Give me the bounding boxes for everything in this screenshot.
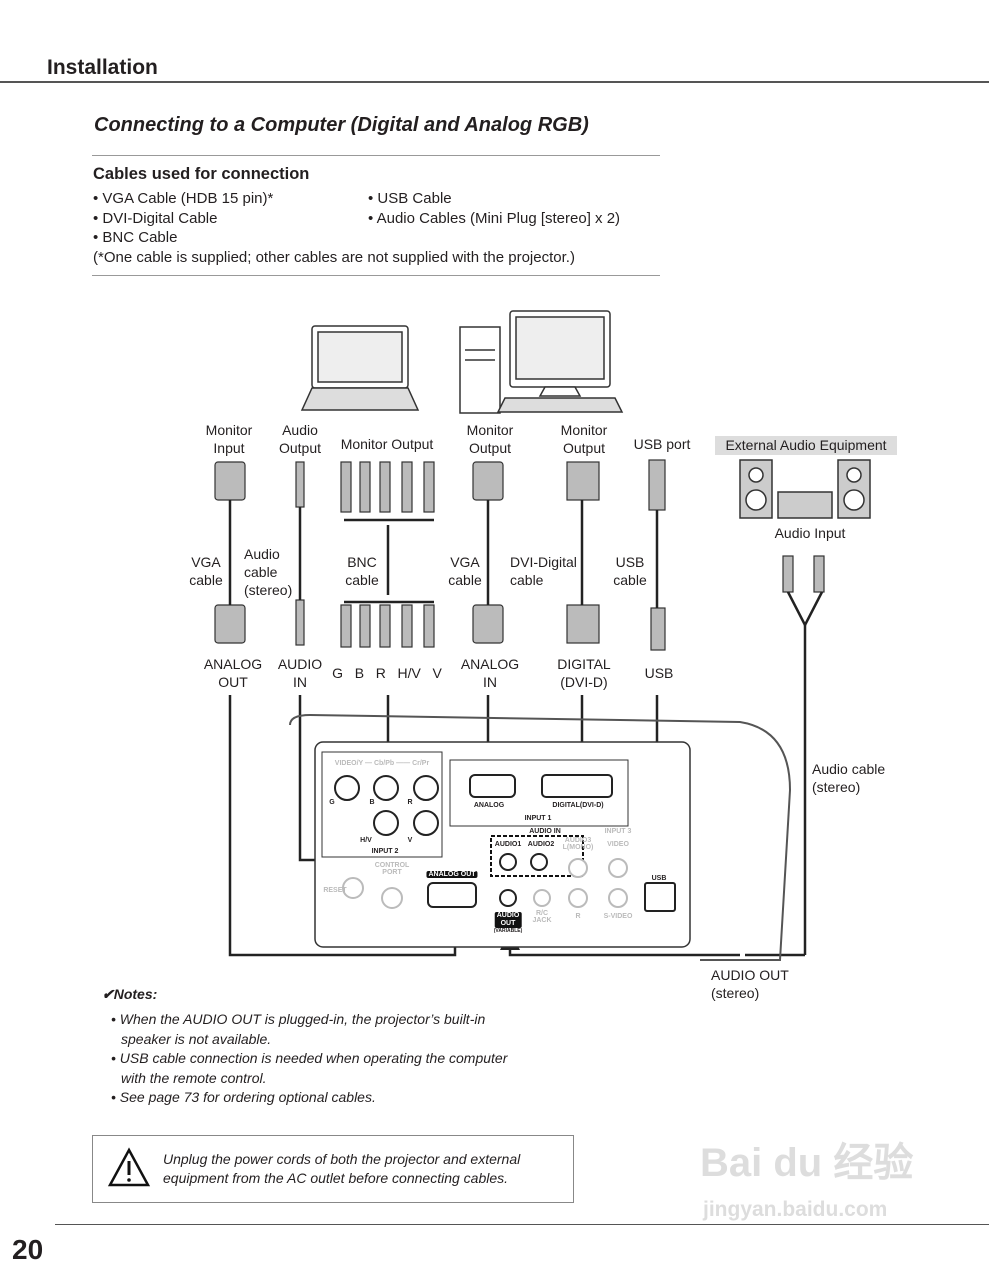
label-monitor-input: Monitor Input — [205, 422, 253, 456]
speakers-icon — [739, 459, 871, 519]
cable-item: • Audio Cables (Mini Plug [stereo] x 2) — [368, 209, 621, 227]
dvi-plug-icon — [566, 461, 600, 501]
panel-r3: R — [575, 913, 581, 920]
label-gbrhv: G B R H/V V — [332, 665, 442, 681]
audio-plug-icon — [295, 599, 305, 646]
cable-item: • VGA Cable (HDB 15 pin)* — [93, 190, 274, 207]
panel-svideo: S-VIDEO — [603, 913, 633, 920]
panel-control-port: CONTROL PORT — [374, 862, 410, 876]
bnc-plugs-icon — [340, 461, 435, 513]
warning-triangle-icon — [107, 1147, 151, 1187]
panel-rc-jack: R/C JACK — [532, 910, 552, 924]
section-heading: Installation — [47, 56, 158, 79]
label-audio-out: AUDIO OUT (stereo) — [711, 967, 789, 1001]
label-vga-cable: VGA cable — [448, 554, 482, 588]
label-analog-in: ANALOG IN — [460, 656, 520, 690]
label-external-audio: External Audio Equipment — [715, 436, 897, 455]
bnc-plugs-icon — [340, 604, 435, 648]
panel-digital: DIGITAL(DVI-D) — [552, 802, 604, 809]
panel-video: VIDEO — [607, 841, 629, 848]
notes-list: • When the AUDIO OUT is plugged-in, the … — [111, 1010, 531, 1108]
panel-analog-out: ANALOG OUT — [426, 871, 478, 878]
label-bnc-cable: BNC cable — [345, 554, 379, 588]
label-monitor-output: Monitor Output — [466, 422, 514, 456]
panel-usb: USB — [651, 875, 667, 882]
panel-v: V — [407, 837, 413, 844]
cables-list-left: • VGA Cable (HDB 15 pin)* • DVI-Digital … — [93, 189, 575, 267]
panel-analog: ANALOG — [473, 802, 505, 809]
warning-box: Unplug the power cords of both the proje… — [92, 1135, 574, 1203]
projector-rear-panel — [289, 713, 792, 961]
panel-r: R — [407, 799, 413, 806]
label-digital: DIGITAL (DVI-D) — [557, 656, 611, 690]
usb-plug-icon — [648, 459, 666, 511]
audio-plug-icon — [295, 461, 305, 508]
panel-input2: INPUT 2 — [371, 848, 399, 855]
usb-plug-icon — [650, 607, 666, 651]
panel-reset: RESET — [323, 887, 347, 894]
label-monitor-output: Monitor Output — [340, 436, 434, 452]
label-vga-cable: VGA cable — [189, 554, 223, 588]
panel-hv: H/V — [360, 837, 372, 844]
warning-text: Unplug the power cords of both the proje… — [163, 1151, 521, 1186]
footer-rule — [55, 1224, 989, 1225]
desktop-computer-icon — [459, 310, 624, 414]
panel-g: G — [329, 799, 335, 806]
panel-audio2: AUDIO2 — [527, 841, 555, 848]
vga-plug-icon — [214, 461, 246, 501]
divider — [92, 155, 660, 156]
notes-heading: ✔Notes: — [102, 986, 158, 1002]
label-audio-input: Audio Input — [774, 525, 846, 541]
vga-plug-icon — [472, 604, 504, 644]
label-dvi-cable: DVI-Digital cable — [510, 554, 577, 588]
panel-input3: INPUT 3 — [604, 828, 632, 835]
panel-b: B — [369, 799, 375, 806]
cables-list-right: • USB Cable • Audio Cables (Mini Plug [s… — [368, 189, 620, 228]
laptop-icon — [300, 325, 420, 411]
cable-item: • DVI-Digital Cable — [93, 209, 218, 227]
label-usb: USB — [644, 665, 674, 681]
label-usb-cable: USB cable — [613, 554, 647, 588]
divider — [92, 275, 660, 276]
vga-plug-icon — [214, 604, 246, 644]
panel-audio-in: AUDIO IN — [529, 828, 561, 835]
note-item: • When the AUDIO OUT is plugged-in, the … — [111, 1011, 486, 1047]
label-usb-port: USB port — [633, 436, 691, 452]
note-item: • See page 73 for ordering optional cabl… — [111, 1089, 376, 1105]
watermark-logo: Bai du 经验 — [700, 1141, 914, 1185]
label-audio-in: AUDIO IN — [277, 656, 323, 690]
rca-plug-icon — [782, 555, 794, 593]
label-audio-output: Audio Output — [278, 422, 322, 456]
cables-heading: Cables used for connection — [93, 165, 310, 183]
panel-variable: (VARIABLE) — [493, 928, 523, 934]
page-title: Connecting to a Computer (Digital and An… — [94, 114, 589, 136]
panel-video-y: VIDEO/Y — Cb/Pb —— Cr/Pr — [334, 760, 430, 767]
label-monitor-output: Monitor Output — [560, 422, 608, 456]
page-number: 20 — [12, 1234, 44, 1265]
cable-item: • BNC Cable — [93, 229, 178, 246]
label-analog-out: ANALOG OUT — [203, 656, 263, 690]
header-rule — [0, 81, 989, 83]
panel-audio1: AUDIO1 — [494, 841, 522, 848]
dvi-plug-icon — [566, 604, 600, 644]
vga-plug-icon — [472, 461, 504, 501]
panel-input1: INPUT 1 — [524, 815, 552, 822]
note-item: • USB cable connection is needed when op… — [111, 1050, 508, 1086]
cables-note: (*One cable is supplied; other cables ar… — [93, 248, 575, 266]
panel-audio3: AUDIO3 L(MONO) — [562, 837, 594, 851]
watermark-url: jingyan.baidu.com — [703, 1198, 888, 1221]
label-audio-cable: Audio cable (stereo) — [244, 546, 293, 598]
label-audio-cable-ext: Audio cable (stereo) — [812, 761, 886, 795]
cable-item: • USB Cable — [368, 190, 452, 207]
panel-audio-out: AUDIO OUT — [494, 912, 522, 928]
